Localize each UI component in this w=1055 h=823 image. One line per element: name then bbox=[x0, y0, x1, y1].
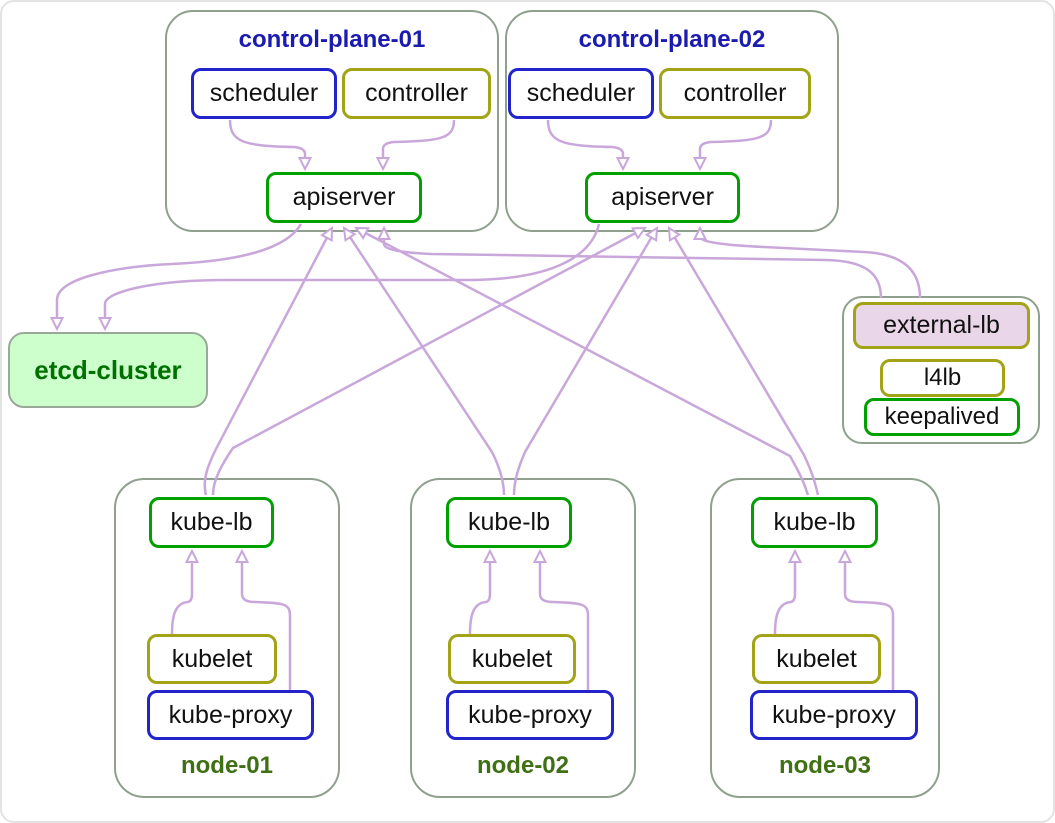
node-box-kube-lb-n2: kube-lb bbox=[446, 497, 572, 548]
edge-kube-lb-n2-apiserver-cp1 bbox=[342, 226, 506, 496]
node-box-l4lb: l4lb bbox=[880, 359, 1005, 397]
node-box-kubelet-n3: kubelet bbox=[752, 634, 881, 684]
edge-apiserver-cp1-etcd bbox=[49, 223, 303, 332]
node-box-scheduler-cp1: scheduler bbox=[191, 68, 337, 119]
group-title-node-02: node-02 bbox=[476, 752, 569, 779]
edge-kube-lb-n1-apiserver-cp1 bbox=[203, 226, 334, 496]
node-box-scheduler-cp2: scheduler bbox=[508, 68, 654, 119]
node-box-controller-cp2: controller bbox=[659, 68, 811, 119]
node-box-apiserver-cp1: apiserver bbox=[266, 172, 422, 223]
node-box-kube-proxy-n2: kube-proxy bbox=[446, 690, 614, 740]
node-box-kube-proxy-n1: kube-proxy bbox=[147, 690, 314, 740]
edge-external-lb-apiserver-cp1 bbox=[376, 225, 883, 299]
edge-kube-lb-n1-apiserver-cp2 bbox=[211, 226, 647, 496]
edge-kube-lb-n3-apiserver-cp1 bbox=[354, 226, 810, 496]
edge-kube-lb-n2-apiserver-cp2 bbox=[512, 226, 659, 496]
node-box-kube-lb-n3: kube-lb bbox=[751, 497, 878, 548]
group-title-node-03: node-03 bbox=[778, 752, 871, 779]
node-box-kube-lb-n1: kube-lb bbox=[149, 497, 274, 548]
node-box-keepalived: keepalived bbox=[864, 398, 1020, 436]
node-box-controller-cp1: controller bbox=[342, 68, 491, 119]
edge-apiserver-cp2-etcd bbox=[97, 223, 601, 332]
node-box-etcd-cluster: etcd-cluster bbox=[8, 332, 208, 408]
node-box-kubelet-n2: kubelet bbox=[448, 634, 576, 684]
node-box-kube-proxy-n3: kube-proxy bbox=[750, 690, 918, 740]
group-title-control-plane-01: control-plane-01 bbox=[238, 26, 426, 53]
group-title-control-plane-02: control-plane-02 bbox=[578, 26, 766, 53]
edge-external-lb-apiserver-cp2 bbox=[692, 225, 922, 299]
node-box-external-lb: external-lb bbox=[853, 302, 1030, 349]
node-box-kubelet-n1: kubelet bbox=[147, 634, 277, 684]
group-title-node-01: node-01 bbox=[180, 752, 273, 779]
edge-kube-lb-n3-apiserver-cp2 bbox=[667, 226, 820, 496]
node-box-apiserver-cp2: apiserver bbox=[585, 172, 740, 223]
